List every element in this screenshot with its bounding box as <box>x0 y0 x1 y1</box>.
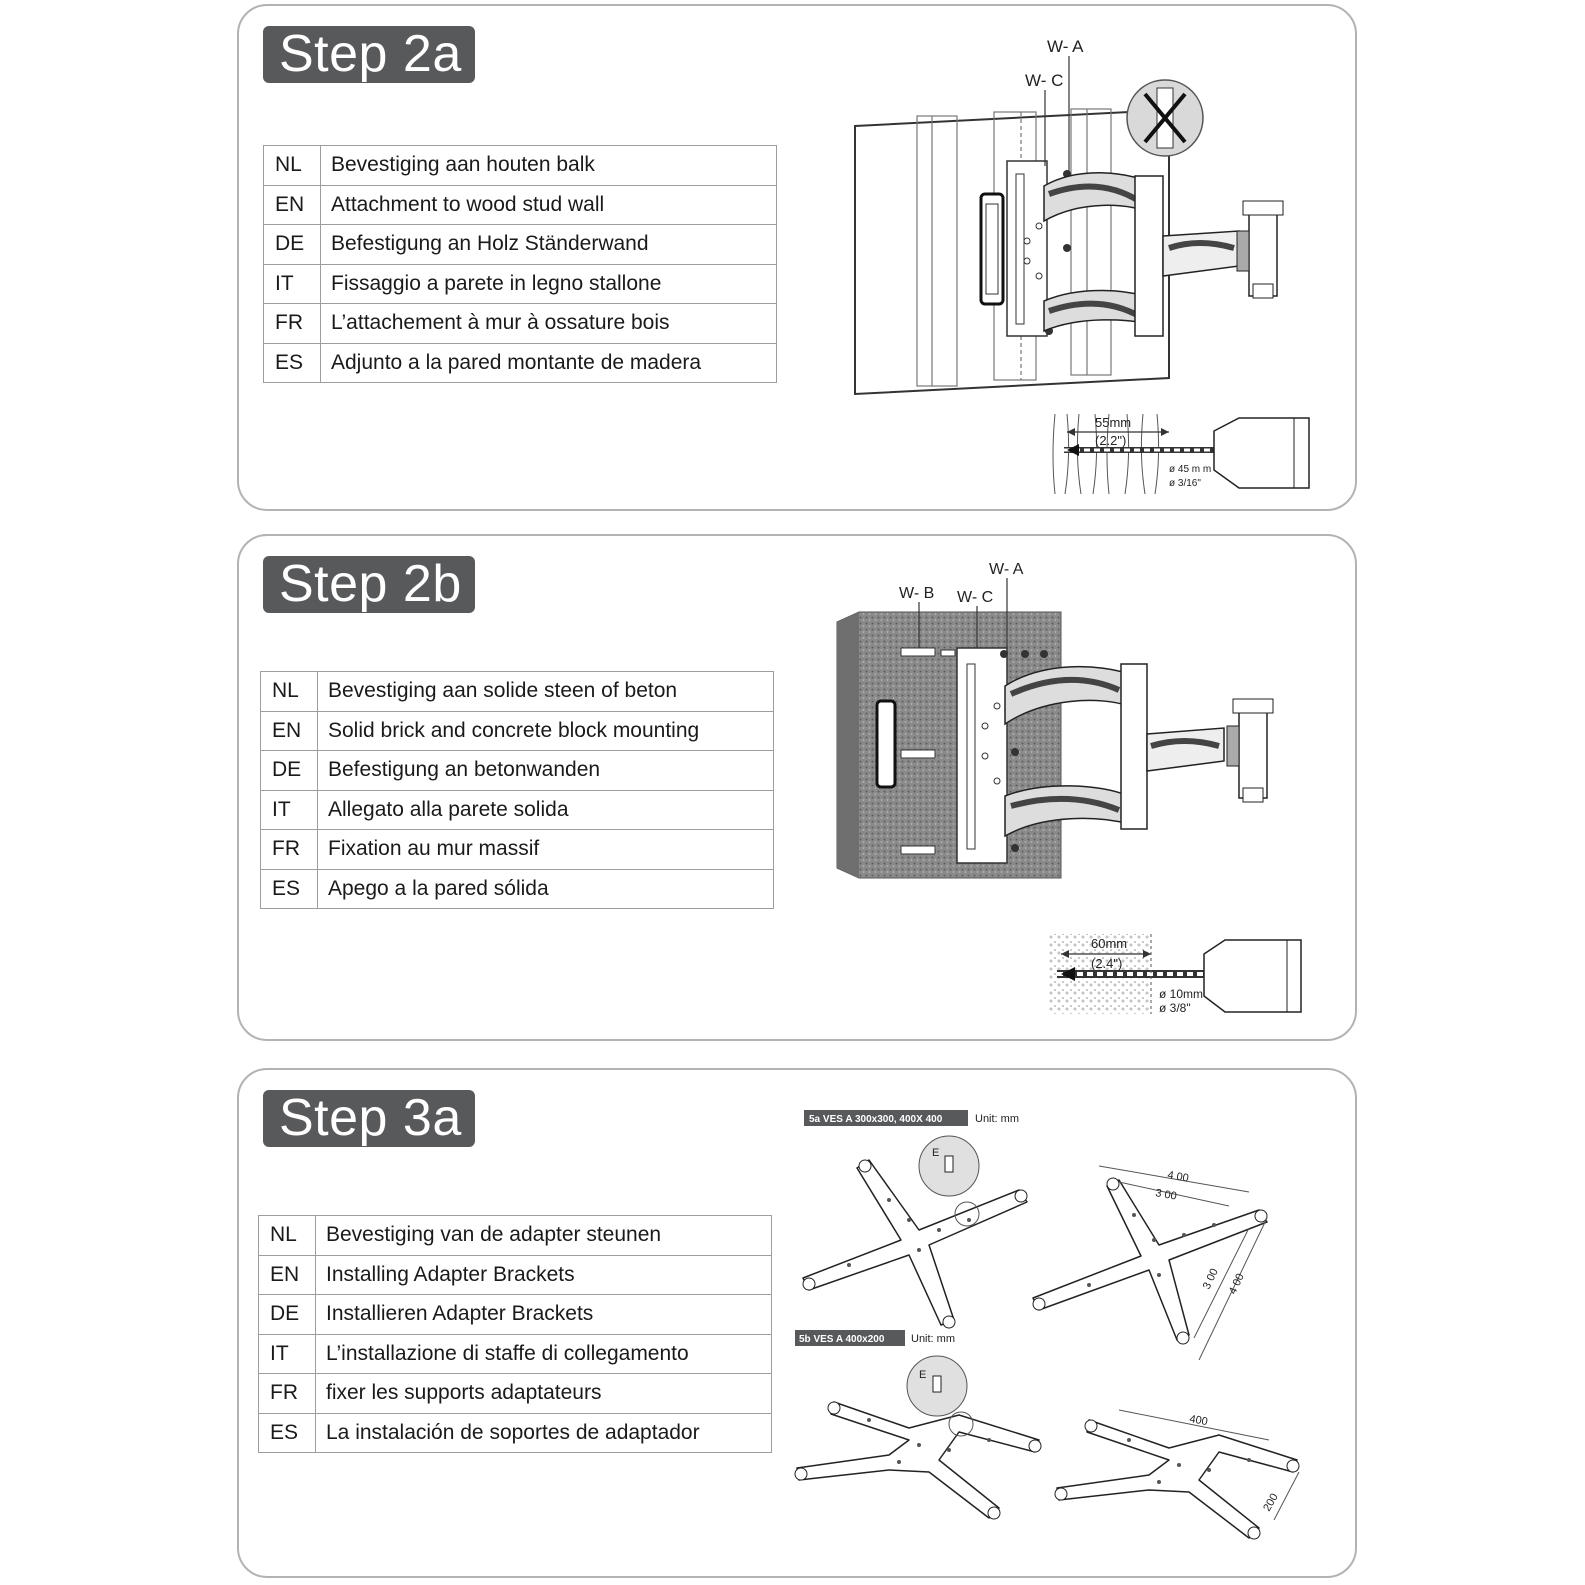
lang-text: L’attachement à mur à ossature bois <box>320 303 777 344</box>
lang-code: EN <box>263 184 321 225</box>
wood-stud-mount-diagram: W- A W- C 55mm (2.2") <box>854 37 1310 495</box>
drill-depth-in: (2.2") <box>1095 433 1126 448</box>
drill-diameter-mm: ø 45 m m <box>1169 464 1211 475</box>
lang-text: Befestigung an betonwanden <box>317 750 774 791</box>
lang-code: DE <box>263 224 321 265</box>
no-anchor-icon <box>1126 79 1204 157</box>
lang-code: EN <box>260 710 318 751</box>
dim-300-vertical: 3 00 <box>1201 1267 1221 1291</box>
lang-text: Attachment to wood stud wall <box>320 184 777 225</box>
lang-code: FR <box>263 303 321 344</box>
lang-text: Bevestiging van de adapter steunen <box>315 1215 772 1256</box>
dim-400-vertical: 4 00 <box>1227 1272 1247 1296</box>
drill-diameter-mm: ø 10mm <box>1159 987 1203 1001</box>
lang-text: Installing Adapter Brackets <box>315 1254 772 1295</box>
drill-depth-in: (2.4") <box>1091 956 1122 971</box>
drill-diameter-in: ø 3/16" <box>1169 478 1201 489</box>
concrete-mount-diagram: W- B W- C W- A 60mm (2.4") ø 10mm ø 3/8" <box>836 561 1302 1015</box>
adapter-plate-5b: E <box>794 1355 1042 1520</box>
drill-depth-mm: 55mm <box>1095 415 1131 430</box>
dim-200-vertical: 200 <box>1261 1492 1281 1514</box>
lang-text: Adjunto a la pared montante de madera <box>320 342 777 383</box>
lang-code: IT <box>260 789 318 830</box>
lang-code: ES <box>258 1412 316 1453</box>
step-title: Step 2a <box>263 26 475 83</box>
lang-text: Fissaggio a parete in legno stallone <box>320 263 777 304</box>
step-title: Step 2b <box>263 556 475 613</box>
lang-code: ES <box>263 342 321 383</box>
adapter-bracket-diagram: 5a VES A 300x300, 400X 400 Unit: mm E 4 … <box>794 1110 1300 1540</box>
adapter-plate-5a-dims: 4 00 3 00 3 00 4 00 <box>1032 1165 1268 1361</box>
lang-text: Allegato alla parete solida <box>317 789 774 830</box>
lang-text: fixer les supports adaptateurs <box>315 1373 772 1414</box>
lang-code: IT <box>263 263 321 304</box>
vesa-b-unit: Unit: mm <box>911 1333 955 1345</box>
dim-400-horizontal: 400 <box>1188 1413 1208 1428</box>
lang-code: DE <box>258 1294 316 1335</box>
lang-text: Fixation au mur massif <box>317 829 774 870</box>
lang-code: NL <box>260 671 318 712</box>
label-wa: W- A <box>1047 37 1084 56</box>
lang-code: ES <box>260 868 318 909</box>
lang-text: Installieren Adapter Brackets <box>315 1294 772 1335</box>
vesa-a-unit: Unit: mm <box>975 1113 1019 1125</box>
vesa-b-label: 5b VES A 400x200 <box>799 1334 885 1345</box>
vesa-a-label: 5a VES A 300x300, 400X 400 <box>809 1114 943 1125</box>
lang-text: Solid brick and concrete block mounting <box>317 710 774 751</box>
lang-code: IT <box>258 1333 316 1374</box>
lang-code: NL <box>258 1215 316 1256</box>
label-wc: W- C <box>1025 71 1063 90</box>
drill-depth-mm: 60mm <box>1091 936 1127 951</box>
dim-400-horizontal: 4 00 <box>1166 1169 1189 1185</box>
label-wb: W- B <box>899 585 934 602</box>
lang-code: DE <box>260 750 318 791</box>
lang-code: NL <box>263 145 321 186</box>
lang-code: EN <box>258 1254 316 1295</box>
lang-text: Befestigung an Holz Ständerwand <box>320 224 777 265</box>
screw-e-label: E <box>919 1369 926 1381</box>
lang-code: FR <box>258 1373 316 1414</box>
label-wa: W- A <box>989 561 1024 578</box>
lang-text: Bevestiging aan solide steen of beton <box>317 671 774 712</box>
lang-text: Apego a la pared sólida <box>317 868 774 909</box>
step-title: Step 3a <box>263 1090 475 1147</box>
adapter-plate-5b-dims: 400 200 <box>1054 1409 1300 1540</box>
lang-text: Bevestiging aan houten balk <box>320 145 777 186</box>
lang-text: L’installazione di staffe di collegament… <box>315 1333 772 1374</box>
lang-code: FR <box>260 829 318 870</box>
screw-e-label: E <box>932 1147 939 1159</box>
drill-detail: 55mm (2.2") ø 45 m m ø 3/16" <box>1052 413 1310 495</box>
dim-300-horizontal: 3 00 <box>1154 1187 1177 1203</box>
drill-diameter-in: ø 3/8" <box>1159 1001 1191 1015</box>
label-wc: W- C <box>957 589 993 606</box>
lang-text: La instalación de soportes de adaptador <box>315 1412 772 1453</box>
adapter-plate-5a: E <box>802 1135 1028 1329</box>
drill-detail: 60mm (2.4") ø 10mm ø 3/8" <box>1049 934 1302 1015</box>
